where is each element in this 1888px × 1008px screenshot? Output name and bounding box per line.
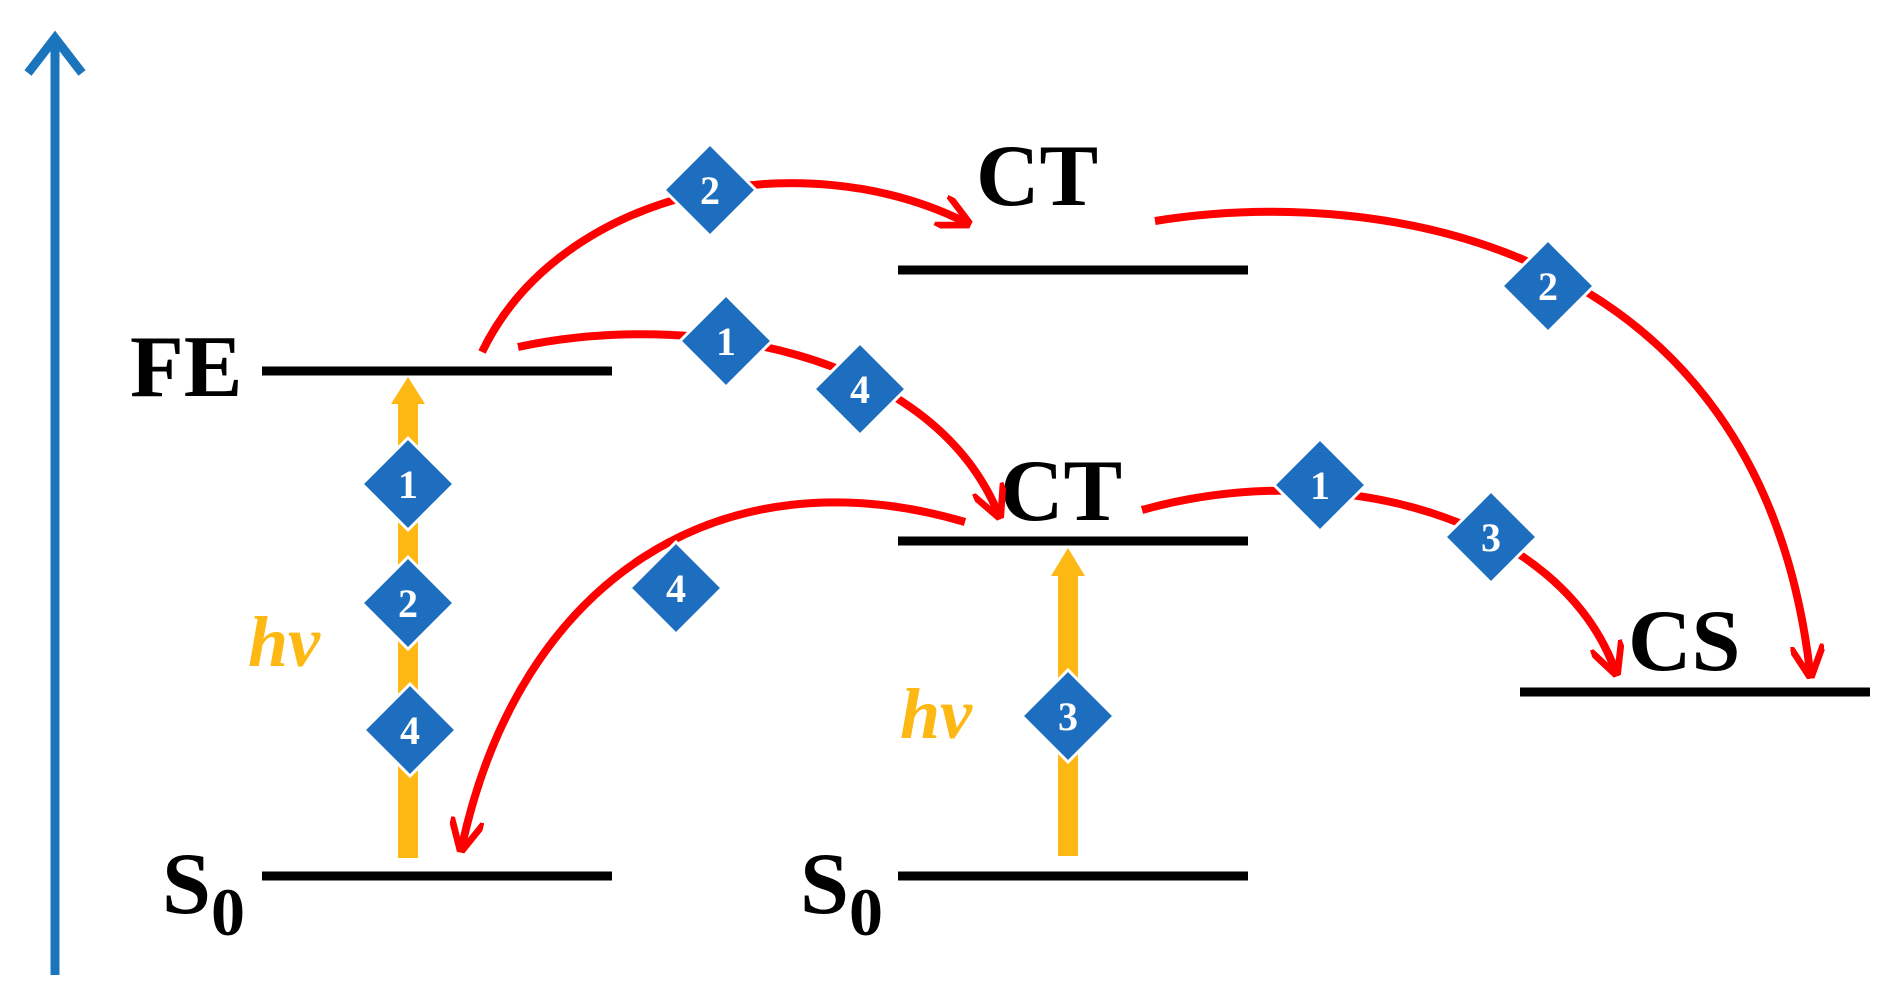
s0-right-label: S0 [800,836,883,950]
s0-left-subscript: 0 [211,874,245,950]
badge-fe-to-ct-lower-a: 1 [677,292,775,390]
ct-upper-label: CT [976,128,1098,225]
badge-left-excitation-1: 1 [359,435,457,533]
badge-left-excitation-2: 2 [359,554,457,652]
fe-label: FE [130,319,242,416]
badge-ct-lower-to-cs-b: 3 [1442,488,1540,586]
arrow-ct-lower-to-cs [1140,486,1615,670]
badge-left-excitation-3: 4 [361,681,459,779]
badge-number: 1 [716,319,736,364]
left-hv-label: hv [248,602,321,682]
badge-ct-lower-to-s0: 4 [627,539,725,637]
badge-number: 2 [1538,264,1558,309]
right-hv-label: hv [900,674,973,754]
badge-fe-to-ct-lower-b: 4 [811,340,909,438]
badge-number: 3 [1481,515,1501,560]
s0-left-main: S [162,836,211,933]
energy-axis [24,30,86,975]
badge-ct-lower-to-cs-a: 1 [1271,436,1369,534]
badge-number: 2 [700,168,720,213]
badge-right-excitation: 3 [1019,667,1117,765]
badge-number: 3 [1058,694,1078,739]
badge-number: 1 [398,462,418,507]
badge-fe-to-ct-upper: 2 [661,141,759,239]
badge-ct-upper-to-cs: 2 [1499,237,1597,335]
s0-right-main: S [800,836,849,933]
ct-lower-label: CT [1000,443,1122,540]
cs-label: CS [1628,593,1741,690]
badge-number: 4 [850,367,870,412]
s0-right-subscript: 0 [849,874,883,950]
arrow-ct-lower-to-s0 [462,498,967,846]
badge-number: 1 [1310,463,1330,508]
badge-number: 4 [400,708,420,753]
badge-number: 2 [398,581,418,626]
badge-number: 4 [666,566,686,611]
arrow-fe-to-ct-lower [517,330,998,513]
s0-left-label: S0 [162,836,245,950]
